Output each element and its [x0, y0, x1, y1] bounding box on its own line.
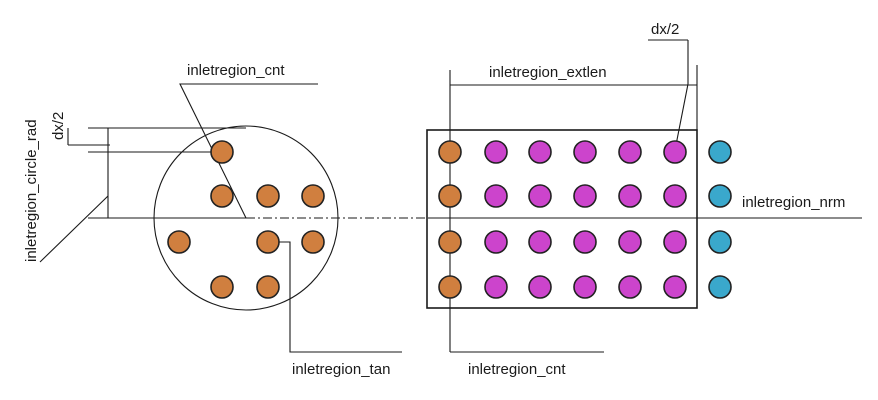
- inlet-particle: [256, 184, 280, 208]
- buffer-particle: [708, 184, 732, 208]
- center-leader-line: [179, 83, 318, 219]
- inlet-particle: [256, 230, 280, 254]
- extension-particle: [663, 230, 687, 254]
- inlet-particle: [301, 230, 325, 254]
- circular-inlet-region: inletregion_cnt inletregion_circle_rad d…: [23, 62, 430, 378]
- rectangular-extension-region: inletregion_extlen dx/2 inletregion_nrm …: [426, 21, 862, 378]
- box-center-label: inletregion_cnt: [468, 361, 566, 378]
- extension-particle: [573, 140, 597, 164]
- extension-particles: [438, 140, 732, 299]
- extension-particle: [484, 275, 508, 299]
- buffer-particle: [708, 230, 732, 254]
- inlet-particle: [210, 140, 234, 164]
- extension-particle: [573, 230, 597, 254]
- inlet-particle: [438, 140, 462, 164]
- extension-particle: [528, 140, 552, 164]
- buffer-particle: [708, 140, 732, 164]
- inlet-particle: [438, 184, 462, 208]
- extension-particle: [484, 230, 508, 254]
- extension-particle: [618, 230, 642, 254]
- half-spacing-label-left: dx/2: [50, 112, 67, 140]
- inlet-particle: [210, 275, 234, 299]
- extension-particle: [484, 184, 508, 208]
- extension-length-label: inletregion_extlen: [489, 64, 607, 81]
- tangent-leader-line: [268, 241, 402, 353]
- extension-particle: [573, 275, 597, 299]
- radius-leader-line: [39, 195, 109, 263]
- extension-particle: [663, 184, 687, 208]
- extension-particle: [618, 184, 642, 208]
- extension-particle: [618, 140, 642, 164]
- normal-label: inletregion_nrm: [742, 194, 845, 211]
- inlet-particle: [301, 184, 325, 208]
- extension-particle: [663, 275, 687, 299]
- inlet-particle: [256, 275, 280, 299]
- extension-particle: [528, 230, 552, 254]
- extension-particle: [663, 140, 687, 164]
- half-spacing-leader-right: [674, 83, 689, 151]
- extension-particle: [618, 275, 642, 299]
- buffer-particle: [708, 275, 732, 299]
- inlet-particle: [438, 275, 462, 299]
- extension-particle: [528, 184, 552, 208]
- extension-box: [426, 129, 698, 309]
- inlet-particle: [167, 230, 191, 254]
- circle-center-label: inletregion_cnt: [187, 62, 285, 79]
- inlet-particles: [167, 140, 325, 299]
- inlet-particle: [438, 230, 462, 254]
- extension-particle: [573, 184, 597, 208]
- extension-particle: [528, 275, 552, 299]
- circle-radius-label: inletregion_circle_rad: [23, 119, 40, 262]
- inlet-particle: [210, 184, 234, 208]
- tangent-label: inletregion_tan: [292, 361, 390, 378]
- half-spacing-label-right: dx/2: [651, 21, 679, 38]
- extension-particle: [484, 140, 508, 164]
